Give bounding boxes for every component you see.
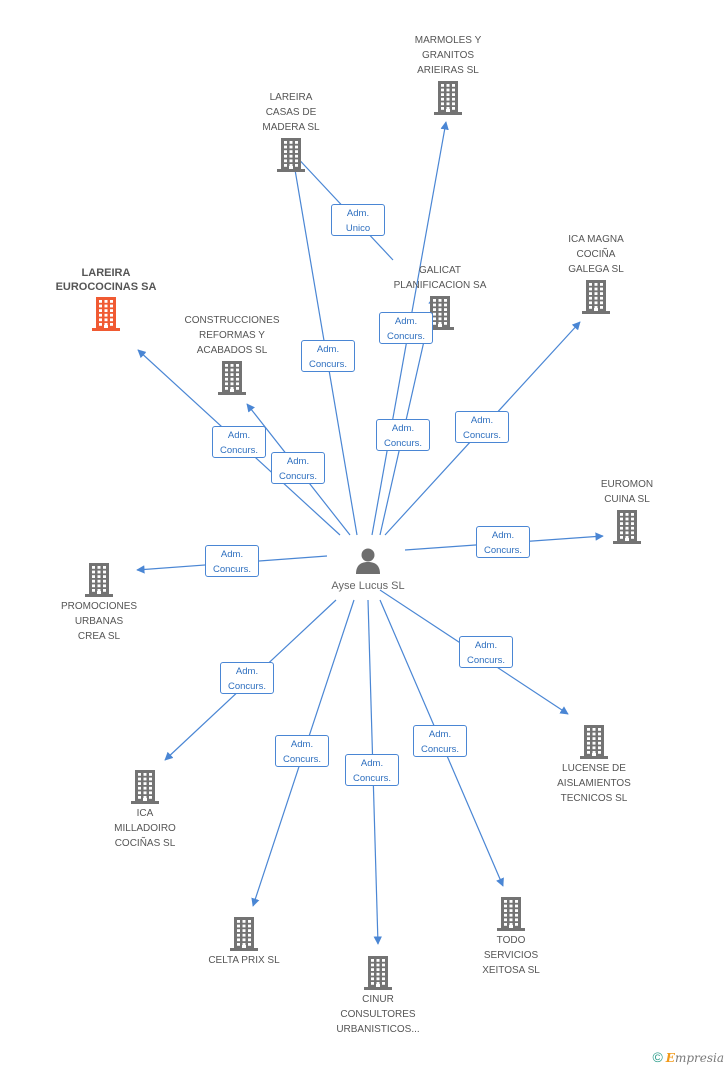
company-label: GALICAT PLANIFICACION SA bbox=[393, 265, 487, 291]
building-icon bbox=[580, 725, 608, 759]
brand-initial: E bbox=[665, 1051, 675, 1065]
relation-label[interactable]: Adm. Unico bbox=[331, 204, 385, 236]
footer-brand: ©Empresia bbox=[652, 1049, 724, 1065]
company-node-promociones[interactable]: PROMOCIONES URBANAS CREA SL bbox=[29, 562, 169, 644]
building-icon bbox=[85, 563, 113, 597]
company-label: CINUR CONSULTORES URBANISTICOS... bbox=[336, 994, 420, 1035]
company-node-lareira-eurococinas[interactable]: LAREIRA EUROCOCINAS SA bbox=[36, 266, 176, 332]
relation-label[interactable]: Adm. Concurs. bbox=[301, 340, 355, 372]
relation-label[interactable]: Adm. Concurs. bbox=[205, 545, 259, 577]
building-icon bbox=[218, 361, 246, 395]
relation-label[interactable]: Adm. Concurs. bbox=[275, 735, 329, 767]
building-icon bbox=[426, 296, 454, 330]
company-node-ica-milladoiro[interactable]: ICA MILLADOIRO COCIÑAS SL bbox=[75, 769, 215, 851]
company-label: ICA MAGNA COCIÑA GALEGA SL bbox=[568, 234, 624, 275]
company-label: CONSTRUCCIONES REFORMAS Y ACABADOS SL bbox=[184, 315, 280, 356]
relation-label[interactable]: Adm. Concurs. bbox=[413, 725, 467, 757]
building-icon bbox=[364, 956, 392, 990]
person-icon bbox=[356, 548, 380, 574]
company-label: LAREIRA CASAS DE MADERA SL bbox=[262, 92, 320, 133]
relation-label[interactable]: Adm. Concurs. bbox=[459, 636, 513, 668]
relation-label[interactable]: Adm. Concurs. bbox=[220, 662, 274, 694]
company-label: TODO SERVICIOS XEITOSA SL bbox=[482, 935, 540, 976]
building-icon bbox=[582, 280, 610, 314]
building-icon bbox=[131, 770, 159, 804]
relation-label[interactable]: Adm. Concurs. bbox=[212, 426, 266, 458]
building-icon bbox=[92, 297, 120, 331]
company-label: CELTA PRIX SL bbox=[208, 955, 280, 966]
copyright-symbol: © bbox=[652, 1049, 663, 1065]
relation-label[interactable]: Adm. Concurs. bbox=[376, 419, 430, 451]
company-node-lucense[interactable]: LUCENSE DE AISLAMIENTOS TECNICOS SL bbox=[524, 724, 664, 806]
company-label: ICA MILLADOIRO COCIÑAS SL bbox=[114, 808, 176, 849]
brand-name: mpresia bbox=[674, 1051, 724, 1065]
relation-label[interactable]: Adm. Concurs. bbox=[379, 312, 433, 344]
building-icon bbox=[434, 81, 462, 115]
center-person-node[interactable]: Ayse Lucus SL bbox=[320, 546, 416, 592]
building-icon bbox=[277, 138, 305, 172]
company-label: EUROMON CUINA SL bbox=[600, 479, 654, 505]
company-node-marmoles[interactable]: MARMOLES Y GRANITOS ARIEIRAS SL bbox=[378, 33, 518, 116]
company-label: LAREIRA EUROCOCINAS SA bbox=[55, 267, 157, 293]
center-person-label: Ayse Lucus SL bbox=[331, 580, 405, 592]
relation-label[interactable]: Adm. Concurs. bbox=[345, 754, 399, 786]
building-icon bbox=[613, 510, 641, 544]
company-node-euromon[interactable]: EUROMON CUINA SL bbox=[557, 477, 697, 545]
company-label: LUCENSE DE AISLAMIENTOS TECNICOS SL bbox=[557, 763, 631, 804]
company-node-cinur[interactable]: CINUR CONSULTORES URBANISTICOS... bbox=[308, 955, 448, 1037]
company-node-todo[interactable]: TODO SERVICIOS XEITOSA SL bbox=[441, 896, 581, 978]
relation-label[interactable]: Adm. Concurs. bbox=[455, 411, 509, 443]
company-node-lareira-casas[interactable]: LAREIRA CASAS DE MADERA SL bbox=[221, 90, 361, 173]
company-node-celta[interactable]: CELTA PRIX SL bbox=[174, 916, 314, 968]
company-node-ica-magna[interactable]: ICA MAGNA COCIÑA GALEGA SL bbox=[526, 232, 666, 315]
building-icon bbox=[497, 897, 525, 931]
company-label: MARMOLES Y GRANITOS ARIEIRAS SL bbox=[414, 35, 482, 76]
company-label: PROMOCIONES URBANAS CREA SL bbox=[60, 601, 138, 642]
company-node-galicat[interactable]: GALICAT PLANIFICACION SA bbox=[370, 263, 510, 331]
relation-label[interactable]: Adm. Concurs. bbox=[271, 452, 325, 484]
building-icon bbox=[230, 917, 258, 951]
company-node-construcciones[interactable]: CONSTRUCCIONES REFORMAS Y ACABADOS SL bbox=[162, 313, 302, 396]
relation-label[interactable]: Adm. Concurs. bbox=[476, 526, 530, 558]
